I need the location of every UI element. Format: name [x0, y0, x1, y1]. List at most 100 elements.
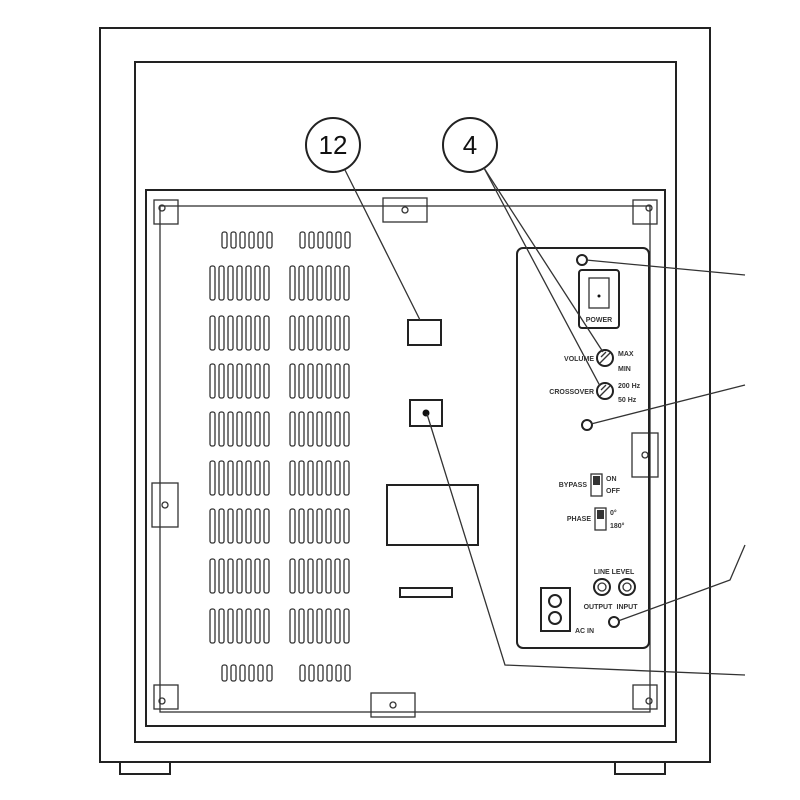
phase-switch[interactable] — [594, 507, 607, 531]
vent-slot — [307, 460, 314, 496]
phase-180-label: 180° — [610, 522, 625, 530]
callout-4 — [442, 117, 498, 173]
vent-slot — [344, 664, 351, 682]
vent-slot — [343, 363, 350, 399]
vent-slot — [239, 664, 246, 682]
vent-slot — [248, 231, 255, 249]
vent-slot — [298, 265, 305, 301]
volume-max-label: MAX — [618, 351, 634, 358]
vent-slot — [245, 460, 252, 496]
ac-inlet[interactable] — [540, 587, 571, 632]
vent-slot — [325, 363, 332, 399]
vent-slot — [326, 664, 333, 682]
vent-grid — [209, 231, 351, 682]
phase-0-label: 0° — [610, 509, 617, 517]
vent-slot — [227, 460, 234, 496]
vent-slot — [298, 315, 305, 351]
terminal-box — [409, 399, 443, 427]
vent-slot — [263, 411, 270, 447]
vent-slot — [298, 460, 305, 496]
vent-slot — [263, 460, 270, 496]
vent-slot — [343, 411, 350, 447]
corner-bracket — [632, 684, 658, 710]
line-input-jack[interactable] — [618, 578, 636, 596]
corner-bracket — [632, 199, 658, 225]
vent-slot — [334, 608, 341, 644]
power-label: POWER — [586, 317, 612, 324]
vent-slot — [254, 558, 261, 594]
vent-slot — [316, 411, 323, 447]
vent-slot — [236, 558, 243, 594]
label-plate — [407, 319, 442, 346]
vent-slot — [299, 664, 306, 682]
vent-slot — [326, 231, 333, 249]
vent-slot — [227, 315, 234, 351]
vent-slot — [209, 608, 216, 644]
vent-slot — [289, 460, 296, 496]
vent-slot — [344, 231, 351, 249]
vent-slot — [257, 664, 264, 682]
vent-slot — [343, 608, 350, 644]
vent-slot — [316, 508, 323, 544]
vent-slot — [317, 664, 324, 682]
vent-slot — [307, 265, 314, 301]
vent-slot — [236, 265, 243, 301]
vent-slot — [334, 315, 341, 351]
vent-slot — [236, 315, 243, 351]
vent-slot — [298, 558, 305, 594]
vent-slot — [317, 231, 324, 249]
vent-slot — [298, 411, 305, 447]
vent-slot — [236, 363, 243, 399]
vent-slot — [245, 608, 252, 644]
vent-slot — [307, 363, 314, 399]
foot-left — [119, 761, 171, 775]
terminal-screw — [422, 409, 430, 417]
cabinet-outer — [99, 27, 711, 763]
vent-slot — [263, 508, 270, 544]
vent-slot — [334, 460, 341, 496]
vent-slot — [221, 231, 228, 249]
vent-slot — [289, 265, 296, 301]
volume-knob[interactable] — [596, 349, 614, 367]
bypass-switch[interactable] — [590, 473, 603, 497]
vent-slot — [245, 411, 252, 447]
vent-slot — [254, 460, 261, 496]
vent-slot — [334, 508, 341, 544]
vent-slot — [325, 265, 332, 301]
vent-slot — [236, 460, 243, 496]
vent-slot — [218, 508, 225, 544]
vent-slot — [227, 508, 234, 544]
vent-slot — [227, 558, 234, 594]
vent-slot — [209, 558, 216, 594]
vent-slot — [266, 231, 273, 249]
vent-slot — [230, 231, 237, 249]
line-output-jack[interactable] — [593, 578, 611, 596]
vent-slot — [245, 508, 252, 544]
leader-lines — [344, 167, 746, 676]
vent-slot — [218, 460, 225, 496]
vent-slot — [298, 363, 305, 399]
vent-slot — [316, 460, 323, 496]
vent-slot — [334, 265, 341, 301]
vent-slot — [298, 508, 305, 544]
vent-slot — [254, 265, 261, 301]
power-switch[interactable] — [588, 277, 610, 309]
output-label: OUTPUT — [584, 604, 614, 611]
crossover-knob[interactable] — [596, 382, 614, 400]
side-bracket — [151, 482, 179, 528]
vent-slot — [221, 664, 228, 682]
vent-slot — [209, 411, 216, 447]
vent-slot — [289, 411, 296, 447]
vent-slot — [239, 231, 246, 249]
bypass-on-label: ON — [606, 476, 617, 483]
back-panel — [145, 189, 666, 727]
vent-slot — [245, 315, 252, 351]
callout-12-number: 12 — [319, 130, 348, 160]
input-label: INPUT — [617, 604, 639, 611]
vent-slot — [245, 363, 252, 399]
vent-slot — [236, 411, 243, 447]
vent-slot — [263, 315, 270, 351]
corner-bracket — [153, 199, 179, 225]
vent-slot — [289, 558, 296, 594]
